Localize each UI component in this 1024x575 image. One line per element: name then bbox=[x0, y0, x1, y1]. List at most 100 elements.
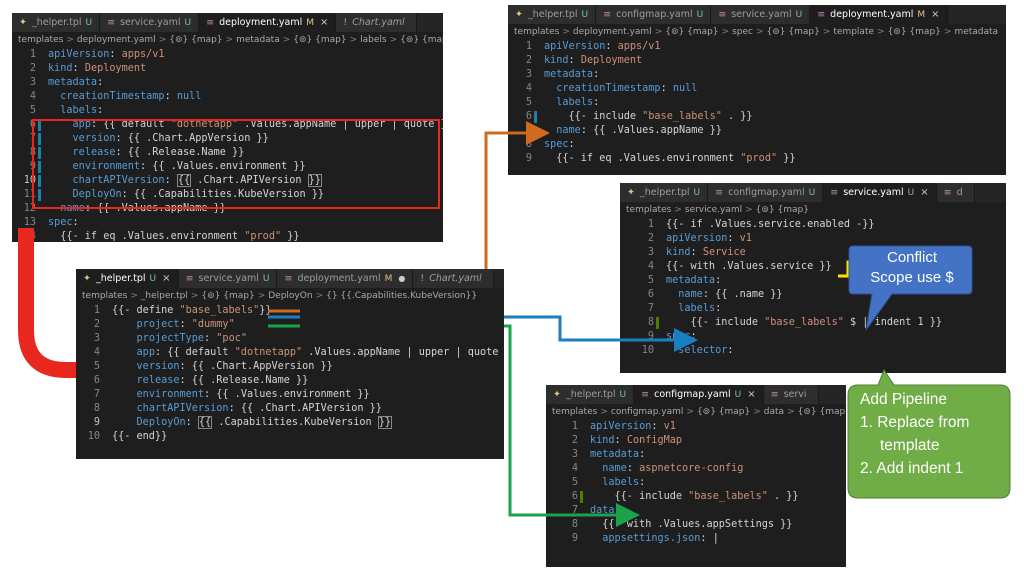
close-icon[interactable]: × bbox=[162, 273, 171, 284]
code-line[interactable]: 10{{- end}} bbox=[76, 430, 504, 444]
breadcrumb-item[interactable]: templates bbox=[552, 407, 598, 417]
breadcrumb-item[interactable]: {⊚} {map} bbox=[665, 27, 719, 37]
code-area[interactable]: 1{{- define "base_labels"}}2 project: "d… bbox=[76, 304, 504, 444]
close-icon[interactable]: × bbox=[931, 9, 940, 20]
code-line[interactable]: 9 DeployOn: {{ .Capabilities.KubeVersion… bbox=[76, 416, 504, 430]
breadcrumb-item[interactable]: spec bbox=[732, 27, 753, 37]
code-line[interactable]: 7 labels: bbox=[630, 302, 1006, 316]
breadcrumb-item[interactable]: templates bbox=[514, 27, 560, 37]
tab-servi[interactable]: ≡servi bbox=[763, 385, 819, 404]
code-line[interactable]: 8 chartAPIVersion: {{ .Chart.APIVersion … bbox=[76, 402, 504, 416]
code-line[interactable]: 7 environment: {{ .Values.environment }} bbox=[76, 388, 504, 402]
code-line[interactable]: 5 labels: bbox=[508, 96, 1006, 110]
unsaved-dot-icon[interactable]: ● bbox=[398, 274, 406, 283]
breadcrumb-item[interactable]: deployment.yaml bbox=[572, 27, 652, 37]
code-line[interactable]: 9 {{- if eq .Values.environment "prod" }… bbox=[508, 152, 1006, 166]
code-line[interactable]: 6 {{- include "base_labels" . }} bbox=[554, 490, 846, 504]
code-line[interactable]: 5 labels: bbox=[554, 476, 846, 490]
breadcrumb-item[interactable]: deployment.yaml bbox=[76, 35, 156, 45]
breadcrumb-item[interactable]: {⊚} {map} bbox=[797, 407, 846, 417]
breadcrumb-item[interactable]: metadata bbox=[954, 27, 999, 37]
breadcrumb-item[interactable]: templates bbox=[626, 205, 672, 215]
code-line[interactable]: 5 labels: bbox=[12, 104, 443, 118]
breadcrumb-item[interactable]: {⊚} {map} bbox=[400, 35, 443, 45]
code-line[interactable]: 4 name: aspnetcore-config bbox=[554, 462, 846, 476]
code-line[interactable]: 1{{- if .Values.service.enabled -}} bbox=[630, 218, 1006, 232]
breadcrumb-item[interactable]: {⊚} {map} bbox=[293, 35, 347, 45]
code-line[interactable]: 3 projectType: "poc" bbox=[76, 332, 504, 346]
tab-chart-yaml[interactable]: !Chart.yaml bbox=[336, 13, 417, 32]
close-icon[interactable]: × bbox=[320, 17, 329, 28]
breadcrumb-item[interactable]: templates bbox=[82, 291, 128, 301]
tab-d[interactable]: ≡d bbox=[936, 183, 975, 202]
breadcrumb-item[interactable]: {⊚} {map} bbox=[766, 27, 820, 37]
breadcrumb-item[interactable]: metadata bbox=[236, 35, 280, 45]
code-line[interactable]: 5 version: {{ .Chart.AppVersion }} bbox=[76, 360, 504, 374]
code-line[interactable]: 9 appsettings.json: | bbox=[554, 532, 846, 546]
code-line[interactable]: 1{{- define "base_labels"}} bbox=[76, 304, 504, 318]
code-line[interactable]: 11 DeployOn: {{ .Capabilities.KubeVersio… bbox=[12, 188, 443, 202]
code-line[interactable]: 6 release: {{ .Release.Name }} bbox=[76, 374, 504, 388]
code-line[interactable]: 8 {{- with .Values.appSettings }} bbox=[554, 518, 846, 532]
breadcrumb-item[interactable]: {⊚} {map} bbox=[201, 291, 255, 301]
breadcrumb-item[interactable]: {⊚} {map} bbox=[887, 27, 941, 37]
breadcrumb-item[interactable]: DeployOn bbox=[268, 291, 313, 301]
close-icon[interactable]: × bbox=[747, 389, 756, 400]
breadcrumb-item[interactable]: {⊚} {map} bbox=[696, 407, 751, 417]
breadcrumb-item[interactable]: labels bbox=[360, 35, 387, 45]
code-line[interactable]: 6 name: {{ .name }} bbox=[630, 288, 1006, 302]
code-line[interactable]: 8 {{- include "base_labels" $ | indent 1… bbox=[630, 316, 1006, 330]
breadcrumb-item[interactable]: configmap.yaml bbox=[610, 407, 684, 417]
code-line[interactable]: 10 selector: bbox=[630, 344, 1006, 358]
code-line[interactable]: 6 {{- include "base_labels" . }} bbox=[508, 110, 1006, 124]
breadcrumb-item[interactable]: {⊚} {map} bbox=[755, 205, 809, 215]
close-icon[interactable]: × bbox=[920, 187, 929, 198]
code-line[interactable]: 4 creationTimestamp: null bbox=[12, 90, 443, 104]
code-line[interactable]: 4 creationTimestamp: null bbox=[508, 82, 1006, 96]
code-line[interactable]: 10 chartAPIVersion: {{ .Chart.APIVersion… bbox=[12, 174, 443, 188]
breadcrumb-item[interactable]: template bbox=[833, 27, 875, 37]
code-line[interactable]: 2 project: "dummy" bbox=[76, 318, 504, 332]
breadcrumb-item[interactable]: data bbox=[763, 407, 785, 417]
breadcrumb-item[interactable]: {} {{.Capabilities.KubeVersion}} bbox=[326, 291, 478, 301]
breadcrumb-item[interactable]: templates bbox=[18, 35, 64, 45]
breadcrumb-item[interactable]: _helper.tpl bbox=[140, 291, 188, 301]
code-line[interactable]: 14 {{- if eq .Values.environment "prod" … bbox=[12, 230, 443, 242]
code-line[interactable]: 4 app: {{ default "dotnetapp" .Values.ap… bbox=[76, 346, 504, 360]
breadcrumb-item[interactable]: {⊚} {map} bbox=[169, 35, 223, 45]
code-line[interactable]: 4{{- with .Values.service }} bbox=[630, 260, 1006, 274]
